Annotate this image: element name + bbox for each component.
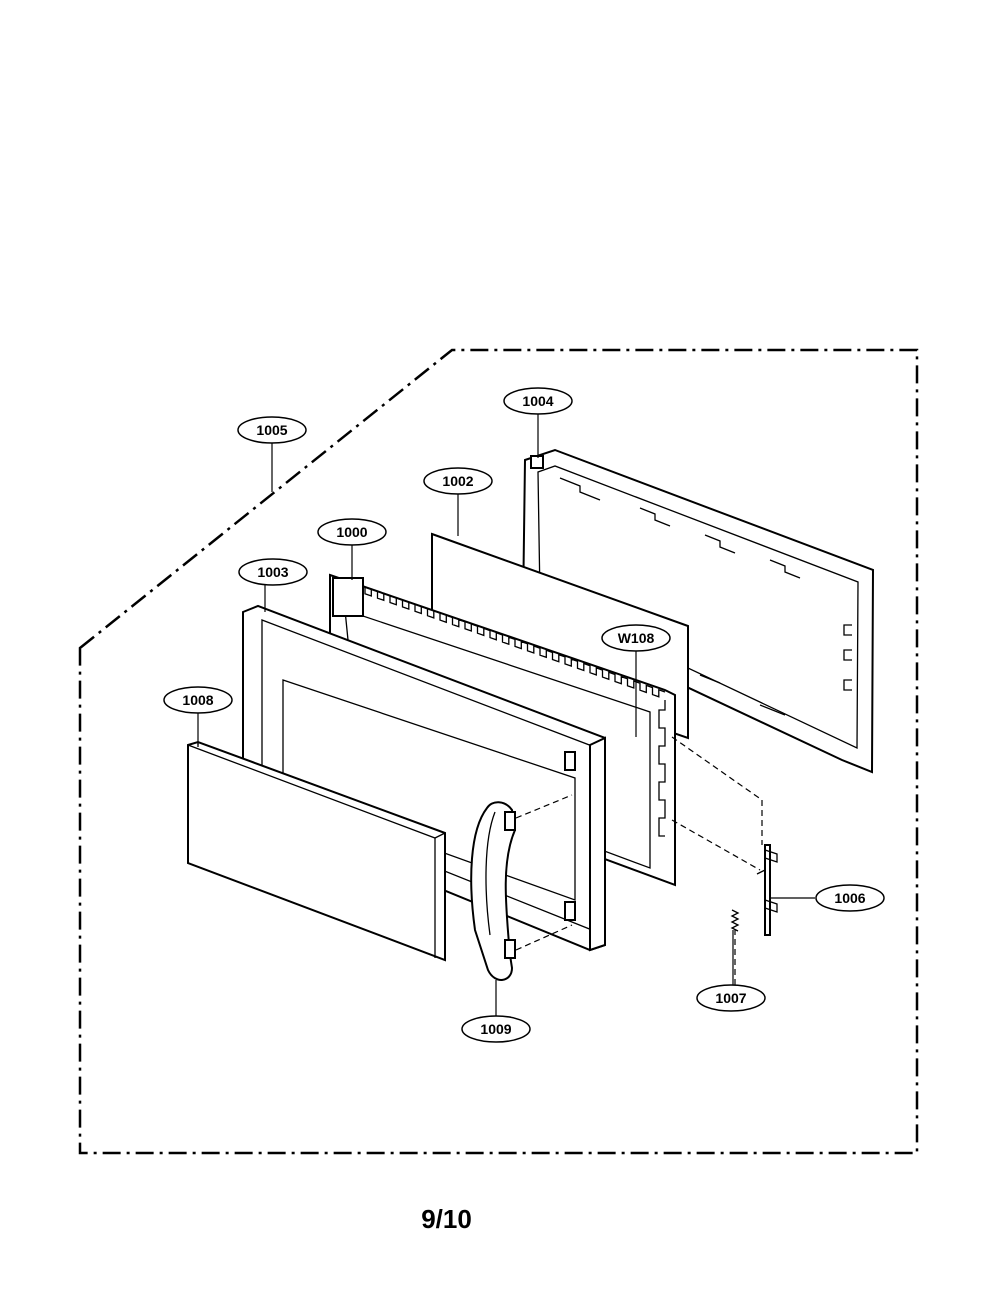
leader-lines [197,413,815,1017]
callout-1007-label: 1007 [715,990,746,1006]
callout-1009-label: 1009 [480,1021,511,1037]
callout-1005-label: 1005 [256,422,287,438]
part-1007-spring [730,909,740,932]
callout-1009: 1009 [461,1015,531,1043]
callout-W108: W108 [601,624,671,652]
callout-1003-label: 1003 [257,564,288,580]
part-1008-front-panel [187,740,446,962]
callout-1004: 1004 [503,387,573,415]
callout-1006-label: 1006 [834,890,865,906]
callout-1006: 1006 [815,884,885,912]
callout-1008: 1008 [163,686,233,714]
page-number: 9/10 [421,1204,472,1234]
callout-1002: 1002 [423,467,493,495]
callout-1005: 1005 [237,416,307,444]
part-1009-handle [470,801,517,981]
callout-1003: 1003 [238,558,308,586]
callout-1008-label: 1008 [182,692,213,708]
callout-1007: 1007 [696,984,766,1012]
callout-W108-label: W108 [618,630,655,646]
callout-1004-label: 1004 [522,393,553,409]
assembly-boundary [78,348,919,1155]
callout-1002-label: 1002 [442,473,473,489]
callout-1000: 1000 [317,518,387,546]
part-1006-latch [756,844,778,936]
assembly-guide-lines [515,736,763,985]
callout-1000-label: 1000 [336,524,367,540]
